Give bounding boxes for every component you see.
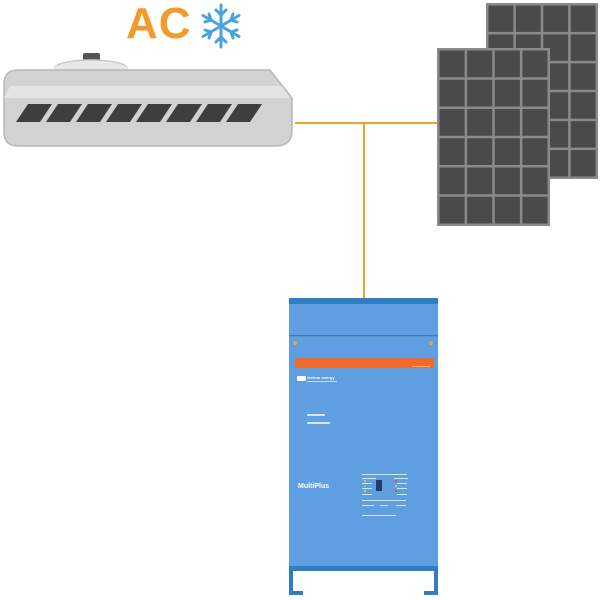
- solar-panel-front-cell: [494, 50, 520, 78]
- ac-unit-vents: [16, 104, 262, 122]
- solar-panel-front: [437, 48, 550, 226]
- solar-panel-back-cell: [570, 5, 596, 32]
- solar-panel-front-cell: [494, 138, 520, 165]
- solar-panel-front-cell: [439, 138, 465, 165]
- solar-panel-front-cell: [467, 167, 493, 195]
- solar-panel-front-cell: [439, 196, 465, 224]
- inverter-brand-label: victron energy: [307, 375, 335, 380]
- solar-panel-front-cell: [467, 79, 493, 107]
- solar-panel-front-cell: [494, 167, 520, 195]
- solar-panel-front-cell: [522, 50, 548, 78]
- inverter-bottom-strip: [289, 566, 438, 571]
- solar-panel-front-cell: [494, 109, 520, 136]
- solar-panel-front-cell: [439, 79, 465, 107]
- ac-label: AC: [126, 0, 192, 48]
- solar-panel-front-cell: [522, 167, 548, 195]
- ac-unit: [3, 53, 293, 147]
- solar-panel-front-cell: [494, 196, 520, 224]
- solar-panel-back-cell: [570, 34, 596, 61]
- solar-panel-back-cell: [570, 92, 596, 119]
- solar-panel-front-cell: [522, 196, 548, 224]
- inverter-foot-left: [289, 569, 293, 595]
- inverter-screw-left: [293, 341, 297, 345]
- solar-panel-front-cell: [522, 138, 548, 165]
- solar-panel-front-cell: [467, 50, 493, 78]
- inverter-model-label: MultiPlus: [298, 483, 330, 490]
- snowflake-icon: [201, 3, 241, 49]
- solar-panel-front-cell: [522, 79, 548, 107]
- solar-panel-front-cell: [439, 50, 465, 78]
- solar-panel-front-cell: [522, 109, 548, 136]
- inverter-top-strip: [289, 298, 438, 304]
- solar-panel-back-cell: [515, 5, 541, 32]
- solar-panel-front-cell: [467, 196, 493, 224]
- solar-panel-front-cell: [467, 109, 493, 136]
- victron-logo-icon: [297, 376, 306, 381]
- solar-panel-back-cell: [570, 150, 596, 177]
- solar-panel-back-cell: [570, 121, 596, 148]
- inverter-control-panel: [362, 474, 408, 516]
- inverter-foot-right: [434, 569, 438, 595]
- solar-panel-front-cell: [494, 79, 520, 107]
- inverter-switch: [376, 480, 382, 491]
- solar-panel-front-cell: [439, 167, 465, 195]
- solar-panel-front-cell: [467, 138, 493, 165]
- ac-unit-highlight: [4, 86, 290, 98]
- cable-wiring: [295, 122, 440, 298]
- inverter: [289, 298, 438, 595]
- solar-panel-back-cell: [488, 5, 514, 32]
- inverter-screw-right: [429, 341, 433, 345]
- solar-panel-front-cell: [439, 109, 465, 136]
- inverter-orange-band: [295, 358, 434, 368]
- solar-panel-back-cell: [570, 63, 596, 90]
- inverter-display-lines: [307, 414, 330, 424]
- solar-panel-back-cell: [543, 5, 569, 32]
- solar-panel-front-frame: [437, 48, 550, 226]
- solar-panel-front-cells: [439, 50, 548, 224]
- inverter-top-cover: [289, 304, 438, 336]
- inverter-body: [289, 337, 438, 569]
